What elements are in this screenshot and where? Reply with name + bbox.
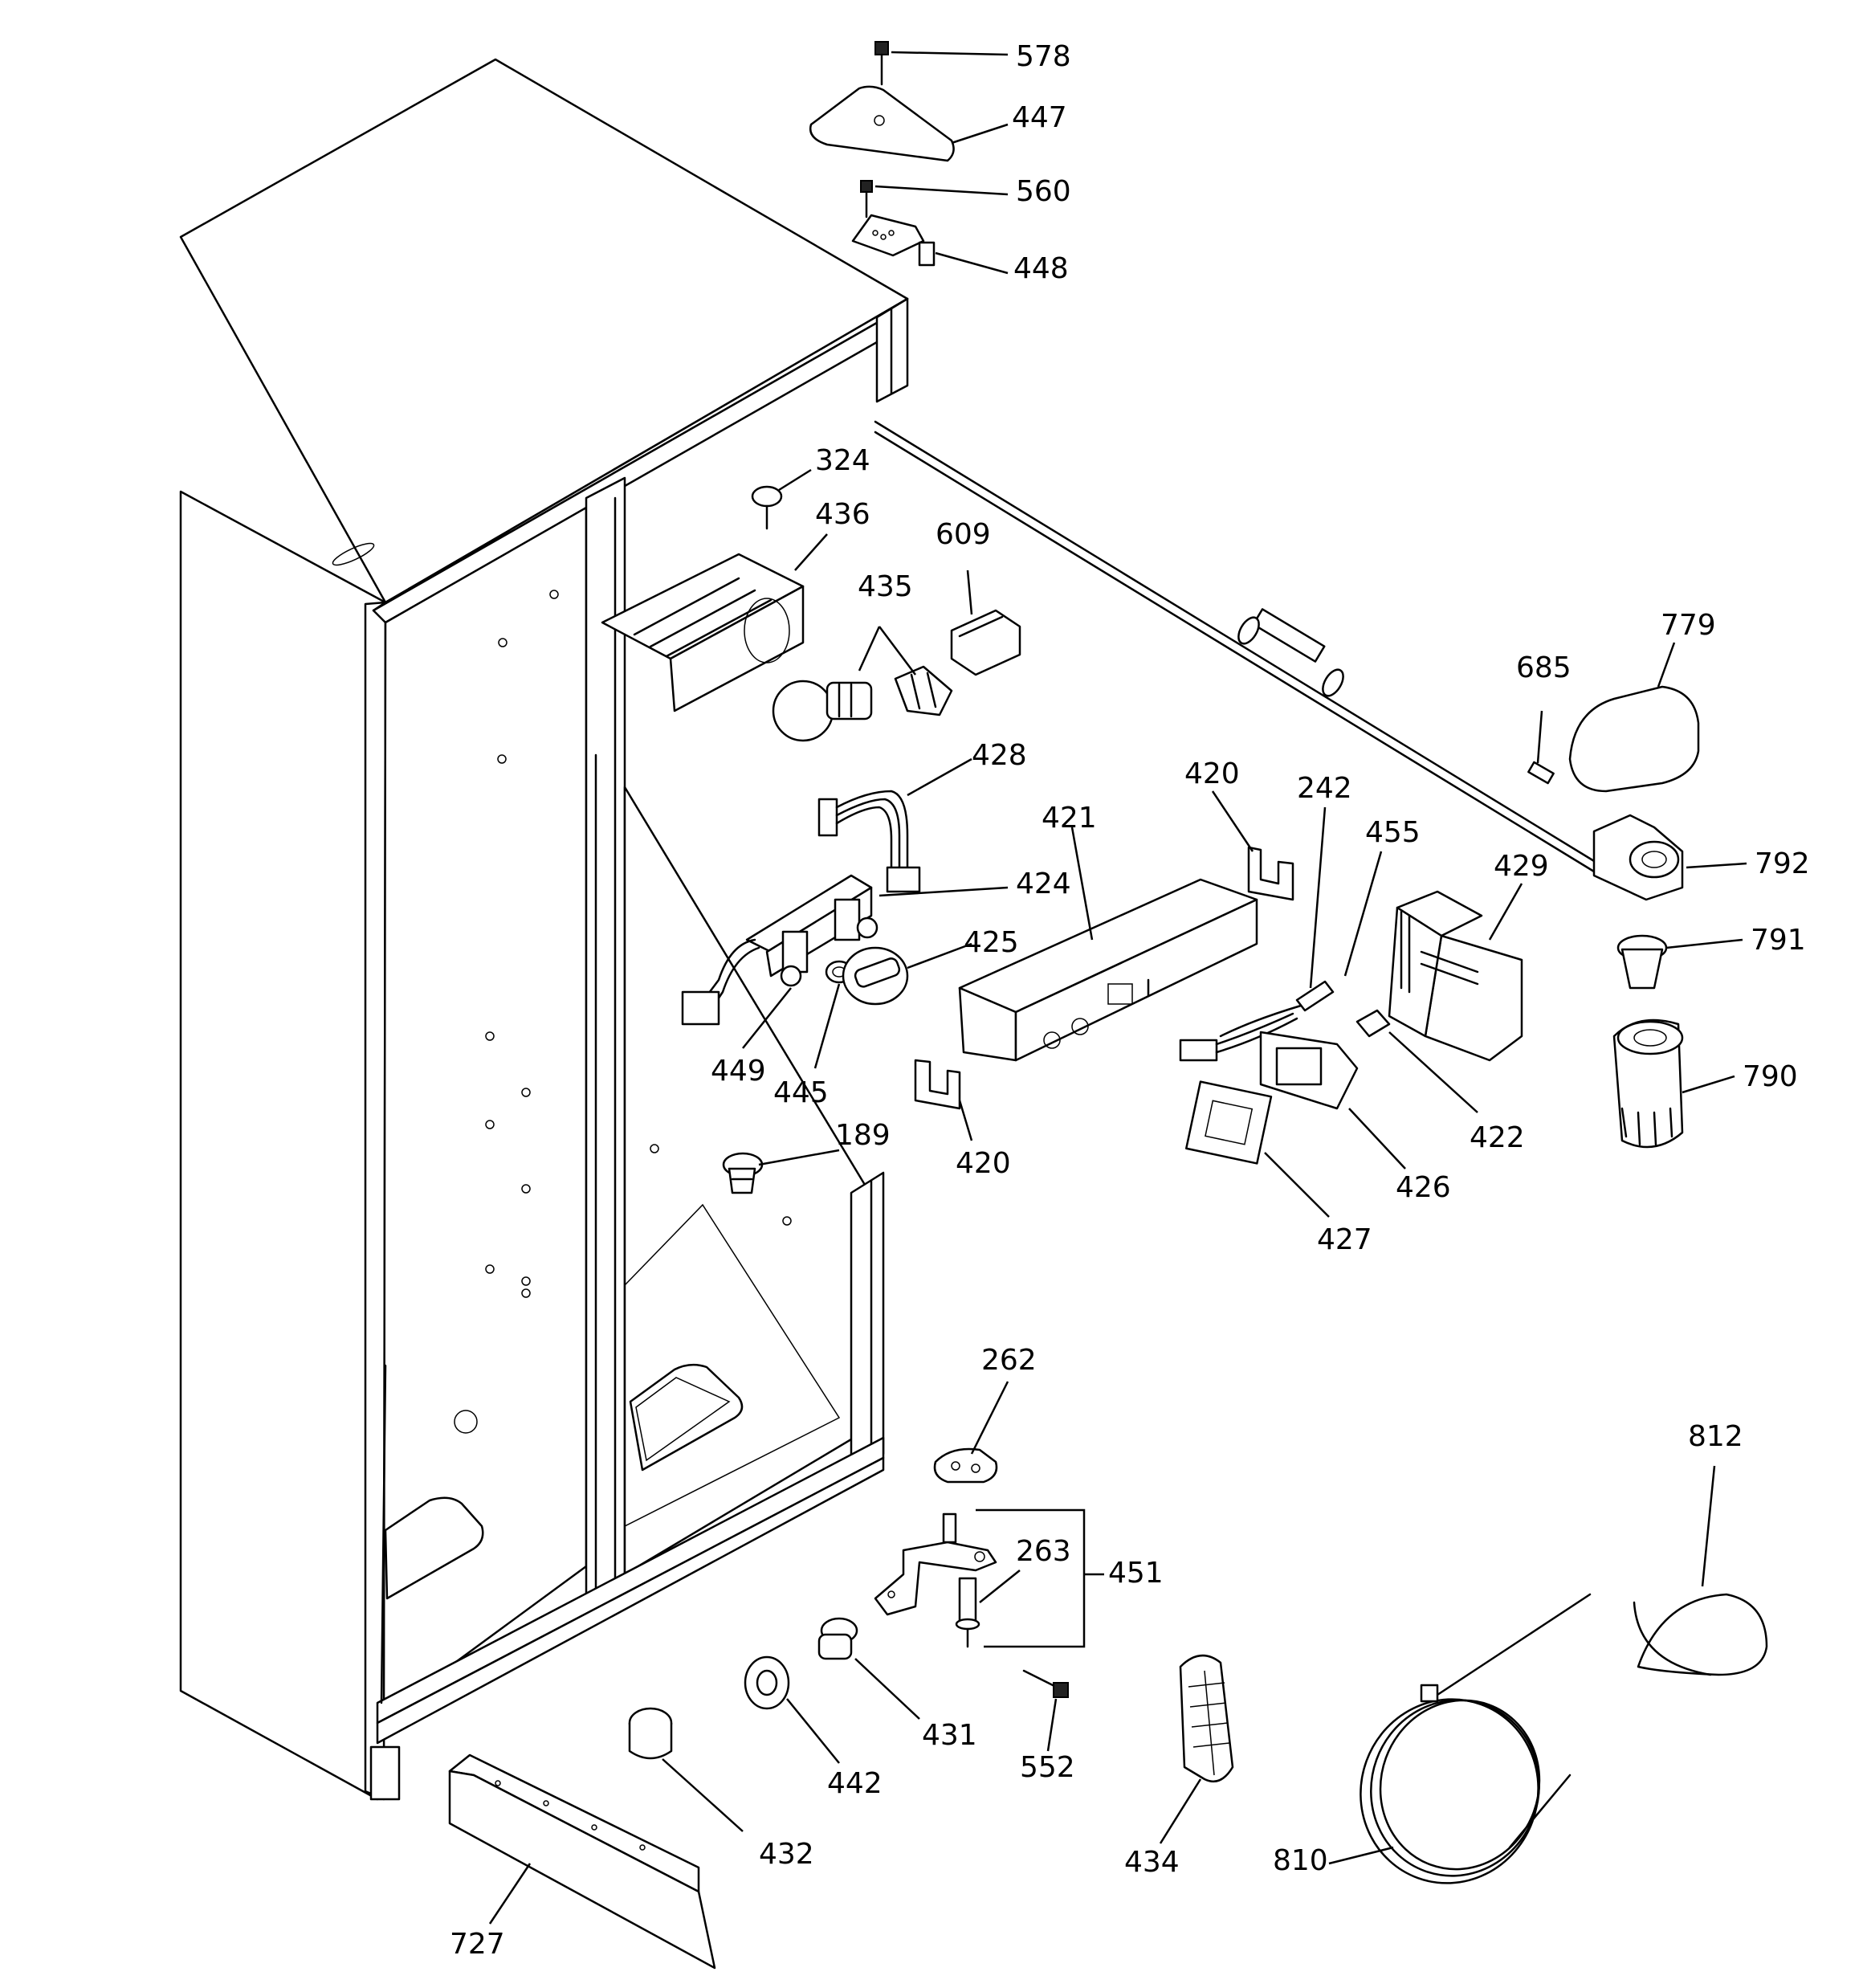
- leader-lines: [488, 51, 1747, 1925]
- part-442-washer: [744, 1655, 790, 1710]
- callout-262: 262: [981, 1344, 1037, 1377]
- part-609-switch: [950, 609, 1021, 676]
- part-779-filter-cover: [1568, 685, 1700, 793]
- callout-263: 263: [1016, 1535, 1071, 1568]
- callout-449: 449: [711, 1055, 766, 1088]
- part-435-light-bulb: [772, 680, 873, 742]
- part-447-hinge-cover: [809, 85, 955, 162]
- callout-189: 189: [835, 1119, 891, 1152]
- part-791-bypass-plug: [1616, 934, 1668, 990]
- callout-labels: 578 447 560 448 324 436 609 435 779 685 …: [450, 40, 1810, 1961]
- callout-791: 791: [1751, 924, 1806, 957]
- part-792-filter-head: [1592, 814, 1684, 901]
- callout-810: 810: [1273, 1844, 1328, 1877]
- callout-422: 422: [1470, 1121, 1525, 1154]
- part-578-screw: [874, 41, 889, 86]
- part-262-shim: [933, 1447, 998, 1484]
- part-422-clip: [1355, 1009, 1391, 1038]
- callout-427: 427: [1317, 1223, 1372, 1256]
- part-242-thermistor: [1219, 980, 1335, 1038]
- part-189-plug: [722, 1152, 764, 1194]
- part-421-control-housing: [958, 878, 1258, 1062]
- part-432-spacer: [628, 1707, 673, 1760]
- part-420-bracket-top: [1247, 846, 1294, 901]
- callout-790: 790: [1743, 1060, 1798, 1093]
- callout-552: 552: [1020, 1751, 1075, 1784]
- part-429-dispenser-housing: [1388, 890, 1523, 1062]
- callout-447: 447: [1012, 101, 1067, 134]
- water-tube: [874, 420, 1600, 873]
- callout-432: 432: [759, 1838, 814, 1871]
- callout-420-top: 420: [1184, 757, 1240, 790]
- part-435-light-socket: [894, 665, 953, 716]
- callout-421: 421: [1042, 802, 1097, 835]
- part-425-control-knob: [842, 946, 909, 1006]
- callout-609: 609: [936, 518, 991, 551]
- callout-435: 435: [858, 570, 913, 603]
- part-426-light-module: [1179, 1012, 1359, 1110]
- callout-426: 426: [1396, 1171, 1451, 1204]
- callout-420-bottom: 420: [956, 1147, 1011, 1180]
- part-263-hinge-pin: [955, 1577, 980, 1648]
- part-431-bushing: [817, 1617, 858, 1660]
- part-436-light-shield: [601, 553, 805, 712]
- callout-429: 429: [1494, 850, 1549, 883]
- part-434-vent-grille: [1179, 1655, 1234, 1783]
- callout-727: 727: [450, 1928, 505, 1961]
- part-424-control-board: [681, 874, 879, 1026]
- callout-448: 448: [1013, 252, 1069, 285]
- callout-428: 428: [972, 739, 1027, 772]
- part-810-water-line: [1360, 1593, 1592, 1884]
- callout-431: 431: [922, 1719, 977, 1752]
- liner-holes: [332, 542, 792, 1434]
- part-420-bracket-bottom: [914, 1059, 961, 1110]
- callout-560: 560: [1016, 175, 1071, 208]
- callout-324: 324: [815, 444, 870, 477]
- part-324-fastener: [751, 485, 783, 530]
- part-790-water-filter: [1612, 1018, 1684, 1149]
- callout-685: 685: [1516, 651, 1572, 684]
- callout-436: 436: [815, 498, 870, 531]
- part-560-screw: [860, 180, 873, 218]
- part-448-top-hinge: [851, 214, 936, 267]
- callout-445: 445: [773, 1076, 829, 1109]
- callout-451: 451: [1108, 1557, 1164, 1590]
- callout-792: 792: [1755, 847, 1810, 880]
- part-552-screw: [1022, 1669, 1069, 1698]
- part-727-toe-grille: [448, 1753, 716, 1970]
- part-428-wire-harness: [817, 790, 921, 893]
- part-685-screw: [1527, 761, 1555, 785]
- callout-812: 812: [1688, 1420, 1743, 1453]
- callout-578: 578: [1016, 40, 1071, 73]
- callout-425: 425: [964, 926, 1019, 959]
- callout-242: 242: [1297, 772, 1352, 805]
- part-427-bezel: [1185, 1080, 1273, 1165]
- callout-442: 442: [827, 1767, 883, 1800]
- callout-434: 434: [1124, 1846, 1180, 1879]
- part-451-bottom-hinge: [874, 1512, 997, 1616]
- part-812-tubing-ring: [1633, 1593, 1768, 1676]
- callout-779: 779: [1661, 609, 1716, 642]
- callout-455: 455: [1365, 816, 1421, 849]
- callout-424: 424: [1016, 867, 1071, 900]
